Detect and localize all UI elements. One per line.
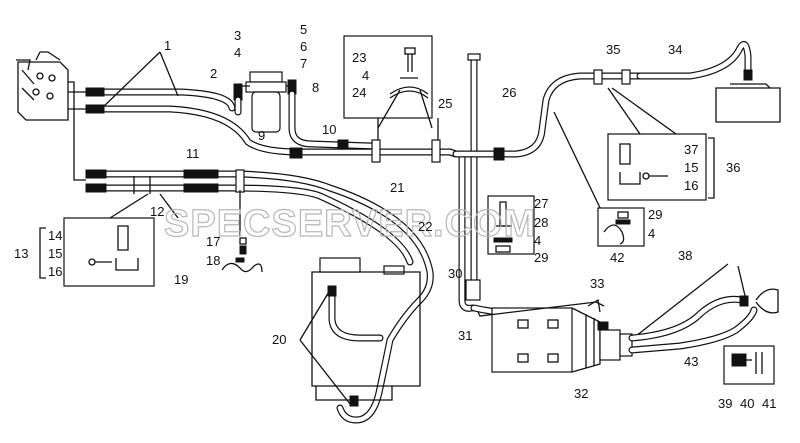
callout-11: 11 <box>186 146 200 161</box>
callout-43: 43 <box>684 354 698 369</box>
callout-39: 39 <box>718 396 732 411</box>
callout-13: 13 <box>14 246 28 261</box>
callout-8: 8 <box>312 80 319 95</box>
callout-15b: 15 <box>684 160 698 175</box>
hose-34 <box>636 40 781 123</box>
callout-17: 17 <box>206 234 220 249</box>
callout-26: 26 <box>502 85 516 100</box>
callout-16b: 16 <box>684 178 698 193</box>
callout-19: 19 <box>174 272 188 287</box>
callout-24: 24 <box>352 85 366 100</box>
callout-41: 41 <box>762 396 776 411</box>
callout-4c: 4 <box>534 233 541 248</box>
hydraulic-unit-32 <box>470 298 633 373</box>
bracket-detail-box <box>343 35 433 119</box>
hose-26 <box>452 69 644 161</box>
callout-34: 34 <box>668 42 682 57</box>
callout-31: 31 <box>458 328 472 343</box>
callout-16a: 16 <box>48 264 62 279</box>
callout-4a: 4 <box>234 45 241 60</box>
tank-20 <box>311 257 421 407</box>
callout-20: 20 <box>272 332 286 347</box>
callout-4d: 4 <box>648 226 655 241</box>
hoses-33-43 <box>477 288 779 354</box>
watermark: SPECSERVER.COM <box>164 203 536 245</box>
callout-38: 38 <box>678 248 692 263</box>
callout-1: 1 <box>164 38 171 53</box>
callout-7: 7 <box>300 56 307 71</box>
parts-27-29 <box>487 195 535 255</box>
tube-25 <box>452 53 481 312</box>
parts-17-19 <box>221 237 263 273</box>
filter-9 <box>242 71 297 133</box>
callout-30: 30 <box>448 266 462 281</box>
callout-labels: 1 2 3 4 5 6 7 8 9 10 11 12 13 14 15 16 1… <box>14 22 776 411</box>
detail-42 <box>597 207 645 247</box>
callout-25: 25 <box>438 96 452 111</box>
detail-box-36 <box>607 133 715 201</box>
callout-27: 27 <box>534 196 548 211</box>
callout-37: 37 <box>684 142 698 157</box>
callout-42: 42 <box>610 250 624 265</box>
detail-box-39-41 <box>723 345 775 385</box>
detail-box-13 <box>39 217 155 287</box>
callout-2: 2 <box>210 66 217 81</box>
callout-9: 9 <box>258 128 265 143</box>
callout-23: 23 <box>352 50 366 65</box>
callout-10: 10 <box>322 122 336 137</box>
callout-28: 28 <box>534 215 548 230</box>
callout-15a: 15 <box>48 246 62 261</box>
callout-18: 18 <box>206 253 220 268</box>
callout-32: 32 <box>574 386 588 401</box>
callout-36: 36 <box>726 160 740 175</box>
callout-4b: 4 <box>362 68 369 83</box>
callout-29a: 29 <box>534 250 548 265</box>
callout-12: 12 <box>150 204 164 219</box>
callout-3: 3 <box>234 28 241 43</box>
callout-35: 35 <box>606 42 620 57</box>
callout-6: 6 <box>300 39 307 54</box>
callout-33: 33 <box>590 276 604 291</box>
callout-29b: 29 <box>648 207 662 222</box>
callout-40: 40 <box>740 396 754 411</box>
callout-21: 21 <box>390 180 404 195</box>
callout-14: 14 <box>48 228 62 243</box>
hose-12-20-22 <box>85 169 434 424</box>
callout-22: 22 <box>418 219 432 234</box>
left-valve-block <box>16 51 69 121</box>
callout-5: 5 <box>300 22 307 37</box>
fitting-2 <box>233 83 243 116</box>
hose-group-1 <box>68 81 304 181</box>
leader-lines <box>99 51 747 405</box>
